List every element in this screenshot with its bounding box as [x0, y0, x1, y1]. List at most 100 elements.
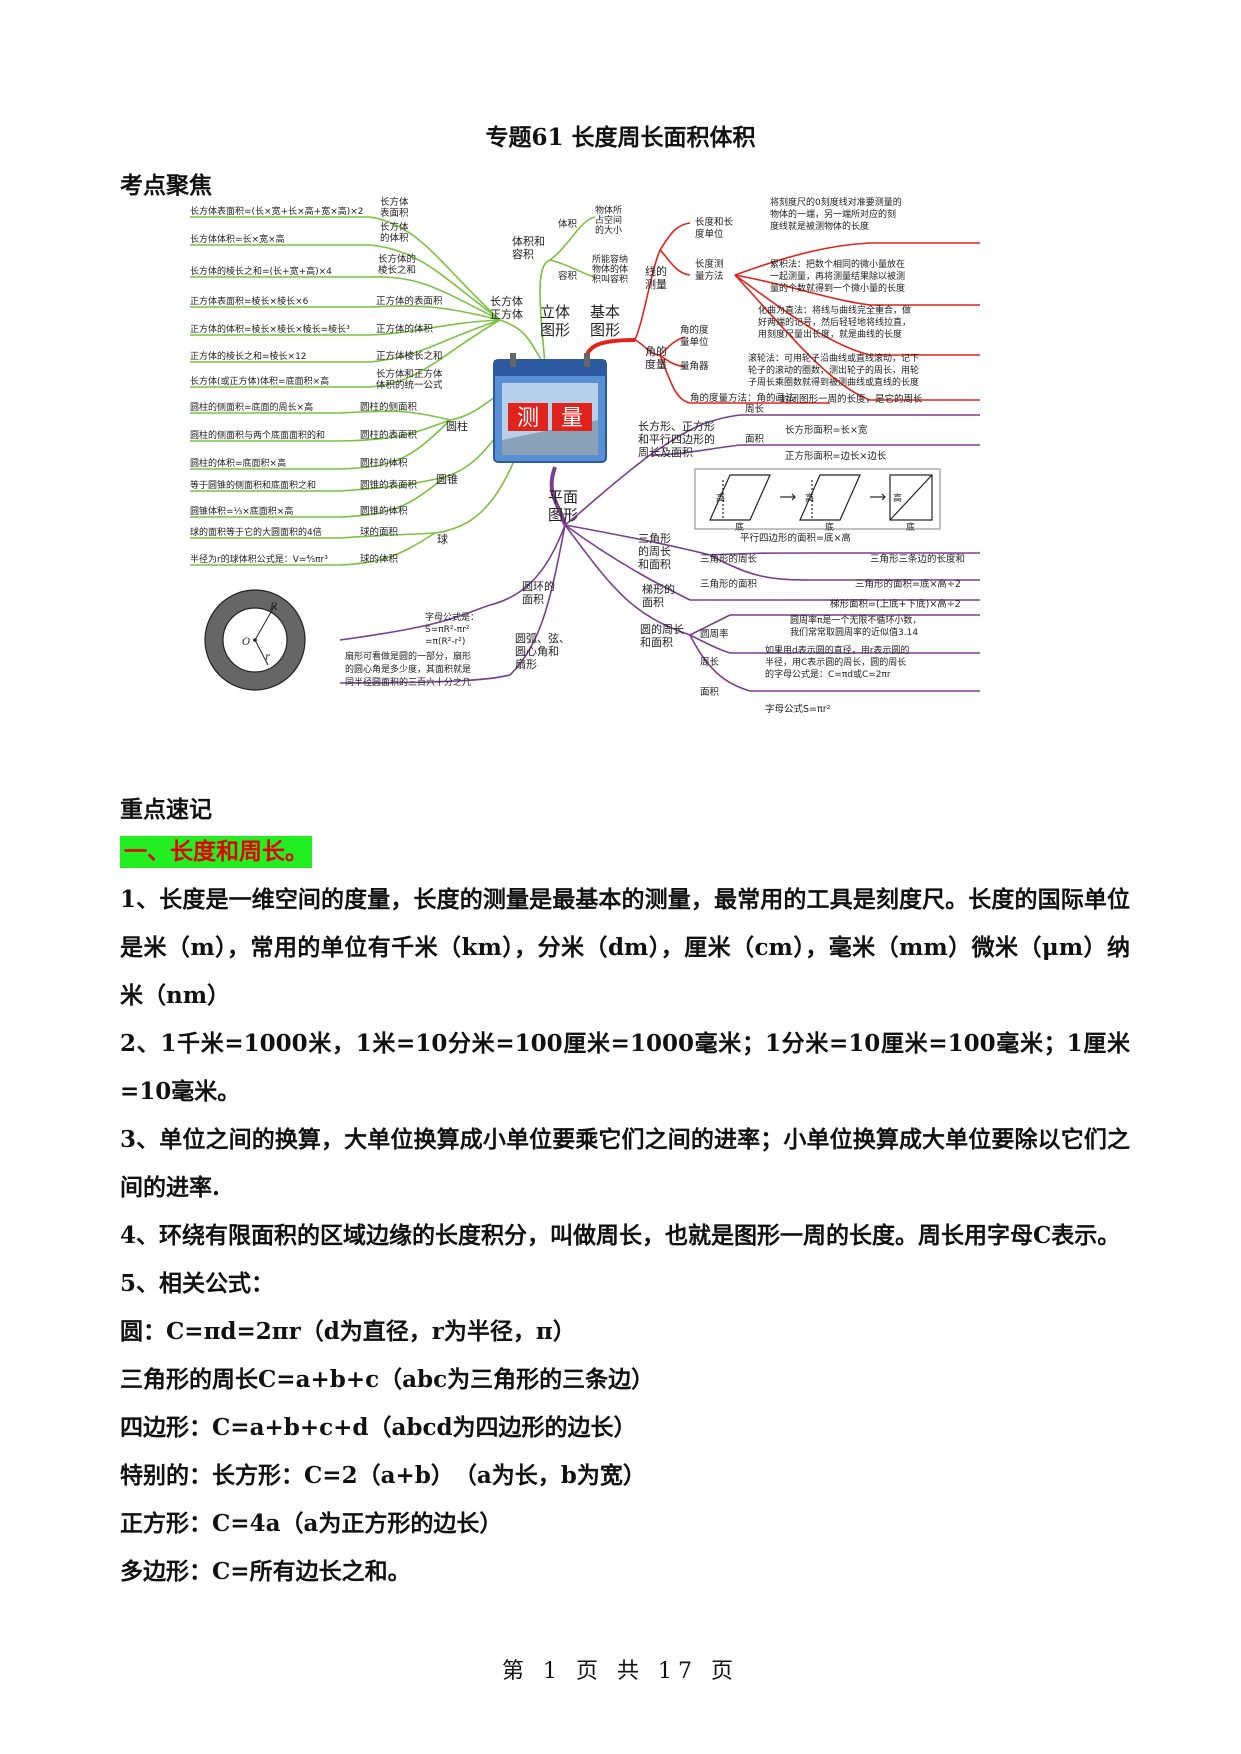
- ring-node: 圆环的面积: [522, 579, 555, 606]
- cone-label: 圆锥的体积: [360, 505, 408, 517]
- sphere-formula: 半径为r的球体积公式是：V=⁴⁄₃πr³: [190, 553, 328, 565]
- para-base-label: 底: [906, 521, 915, 533]
- roll-desc: 滚轮法：可用轮子沿曲线或直线滚动，记下轮子的滚动的圈数，测出轮子的周长，用轮子周…: [748, 352, 919, 388]
- ring-O-label: O: [242, 637, 250, 648]
- cuboid-formula: 长方体体积=长×宽×高: [190, 233, 285, 245]
- ring-diagram: [204, 589, 306, 691]
- cuboid-formula: 长方体的棱长之和=(长+宽+高)×4: [190, 265, 332, 277]
- cylinder-label: 圆柱的表面积: [360, 429, 418, 441]
- sphere-node: 球: [437, 532, 448, 546]
- trap-group-node: 梯形的面积: [642, 582, 675, 609]
- section-heading-focus: 考点聚焦: [120, 173, 212, 199]
- capacity-label: 容积: [558, 270, 578, 282]
- mindmap-svg: 测 量 长方体表面积=(长×宽+长×高+宽×高)×2 长方体体积=长×宽×高 长…: [190, 196, 980, 715]
- document-title: 专题61 长度周长面积体积: [485, 124, 756, 151]
- volume-desc: 物体所占空间的大小: [595, 204, 622, 236]
- highlight-heading: 一、长度和周长。: [120, 836, 312, 868]
- cylinder-formula: 圆柱的体积=底面积×高: [190, 457, 286, 469]
- sq-area-desc: 正方形面积=边长×边长: [785, 450, 887, 462]
- paragraph: 圆：C=πd=2πr（d为直径，r为半径，π）: [120, 1318, 576, 1345]
- cone-label: 圆锥的表面积: [360, 479, 418, 491]
- cuboid-formula: 长方体表面积=(长×宽+长×高+宽×高)×2: [190, 205, 364, 217]
- cylinder-label: 圆柱的体积: [360, 457, 408, 469]
- length-method-node: 长度测量方法: [695, 258, 724, 282]
- solid-node: 立体图形: [540, 303, 570, 339]
- tri-perimeter-node: 三角形的周长: [700, 553, 758, 565]
- cuboid-label: 正方体的表面积: [376, 295, 443, 307]
- volume-label: 体积: [558, 218, 578, 230]
- cuboid-label: 长方体表面积: [380, 196, 409, 219]
- cuboid-label: 长方体和正方体体积的统一公式: [376, 368, 443, 391]
- page-footer: 第 1 页 共 17 页: [502, 1659, 739, 1684]
- plane-node: 平面图形: [548, 488, 578, 524]
- para-base-label: 底: [735, 521, 744, 533]
- para-height-label: 高: [893, 492, 902, 504]
- circle-area-desc: 字母公式S=πr²: [765, 703, 831, 715]
- rect-area-desc: 长方形面积=长×宽: [785, 424, 868, 436]
- angle-unit-node: 角的度量单位: [680, 324, 709, 348]
- trap-desc: 梯形面积=(上底+下底)×高÷2: [830, 598, 961, 610]
- ring-R-label: R: [269, 602, 278, 613]
- para-base-label: 底: [825, 521, 834, 533]
- parallelogram-diagram: [694, 468, 941, 530]
- cuboid-label: 正方体的体积: [376, 323, 434, 335]
- tri-perimeter-desc: 三角形三条边的长度和: [870, 553, 965, 565]
- paragraph: 1、长度是一维空间的度量，长度的测量是最基本的测量，最常用的工具是刻度尺。长度的…: [120, 886, 1130, 1009]
- section-heading-notes: 重点速记: [120, 797, 212, 823]
- circle-pi-desc: 圆周率π是一个无限不循环小数，我们常常取圆周率的近似值3.14: [790, 614, 921, 638]
- capacity-desc: 所能容纳物体的体积叫容积: [592, 253, 628, 285]
- rect-area-node: 面积: [745, 433, 765, 445]
- cuboid-label: 长方体的棱长之和: [378, 253, 416, 276]
- angle-method-node: 角的度量方法：角的画法: [690, 392, 795, 404]
- tri-group-node: 三角形的周长和面积: [638, 532, 671, 571]
- cuboid-label: 正方体棱长之和: [376, 350, 443, 362]
- sphere-label: 球的面积: [360, 526, 399, 538]
- rect-perimeter-node: 周长: [745, 403, 765, 415]
- cylinder-label: 圆柱的侧面积: [360, 401, 418, 413]
- purple-branch-lines: [339, 414, 980, 692]
- unit-desc: 将刻度尺的0刻度线对准要测量的物体的一端，另一端所对应的刻度线就是被测物体的长度: [770, 196, 902, 232]
- accum-desc: 累积法：把数个相同的微小量放在一起测量，再将测量结果除以被测量的个数就得到一个微…: [770, 258, 905, 294]
- cylinder-node: 圆柱: [446, 419, 468, 433]
- cone-formula: 等于圆锥的侧面积和底面积之和: [190, 479, 316, 491]
- para-height-label: 高: [805, 492, 814, 504]
- sphere-label: 球的体积: [360, 553, 399, 565]
- circle-pi-node: 圆周率: [700, 628, 729, 640]
- notes-content: 1、长度是一维空间的度量，长度的测量是最基本的测量，最常用的工具是刻度尺。长度的…: [120, 876, 1130, 1596]
- cuboid-formula: 正方体的棱长之和=棱长×12: [190, 350, 307, 362]
- svg-text:量: 量: [561, 406, 583, 431]
- cylinder-formula: 圆柱的侧面积与两个底面面积的和: [190, 429, 325, 441]
- paragraph: 多边形：C=所有边长之和。: [120, 1558, 411, 1585]
- perimeter-desc: 封闭图形一周的长度，是它的周长: [780, 393, 923, 405]
- cuboid-formula: 正方体的体积=棱长×棱长×棱长=棱长³: [190, 323, 350, 335]
- red-branch-lines: [583, 222, 980, 404]
- tri-area-node: 三角形的面积: [700, 578, 758, 590]
- circle-perimeter-node: 周长: [700, 656, 720, 668]
- vol-cap-node: 体积和容积: [512, 234, 545, 261]
- basic-node: 基本图形: [590, 303, 620, 339]
- ring-r-label: r: [265, 652, 271, 663]
- tri-area-desc: 三角形的面积=底×高÷2: [855, 578, 961, 590]
- svg-text:测: 测: [517, 406, 539, 431]
- cone-formula: 圆锥体积=⅓×底面积×高: [190, 505, 293, 517]
- circle-area-node: 面积: [700, 686, 720, 698]
- line-measure-node: 线的测量: [645, 264, 667, 291]
- paragraph: 5、相关公式：: [120, 1270, 275, 1297]
- paragraph: 四边形：C=a+b+c+d（abcd为四边形的边长）: [120, 1414, 637, 1441]
- paragraph: 特别的：长方形：C=2（a+b） （a为长，b为宽）: [120, 1462, 646, 1489]
- rect-group-node: 长方形、正方形和平行四边形的周长及面积: [638, 419, 715, 459]
- ring-formula: 字母公式是：S=πR²-πr²=π(R²-r²): [425, 611, 479, 647]
- circle-group-node: 圆的周长和面积: [640, 622, 684, 649]
- cuboid-label: 长方体的体积: [380, 221, 409, 244]
- cuboid-formula: 正方体表面积=棱长×棱长×6: [190, 295, 309, 307]
- length-unit-node: 长度和长度单位: [695, 216, 734, 240]
- sector-node: 圆弧、弦、圆心角和扇形: [515, 631, 570, 671]
- circle-perimeter-desc: 如果用d表示圆的直径，用r表示圆的半径，用C表示圆的周长，圆的周长的字母公式是：…: [765, 644, 909, 680]
- cone-node: 圆锥: [436, 473, 458, 486]
- mindmap-figure: 测 量 长方体表面积=(长×宽+长×高+宽×高)×2 长方体体积=长×宽×高 长…: [190, 196, 1060, 775]
- green-branch-lines: [190, 216, 596, 566]
- para-height-label: 高: [716, 492, 725, 504]
- paragraph: 4、环绕有限面积的区域边缘的长度积分，叫做周长，也就是图形一周的长度。周长用字母…: [120, 1222, 1121, 1249]
- cuboid-formula: 长方体(或正方体)体积=底面积×高: [190, 375, 329, 387]
- paragraph: 2、1千米=1000米，1米=10分米=100厘米=1000毫米；1分米=10厘…: [120, 1030, 1130, 1105]
